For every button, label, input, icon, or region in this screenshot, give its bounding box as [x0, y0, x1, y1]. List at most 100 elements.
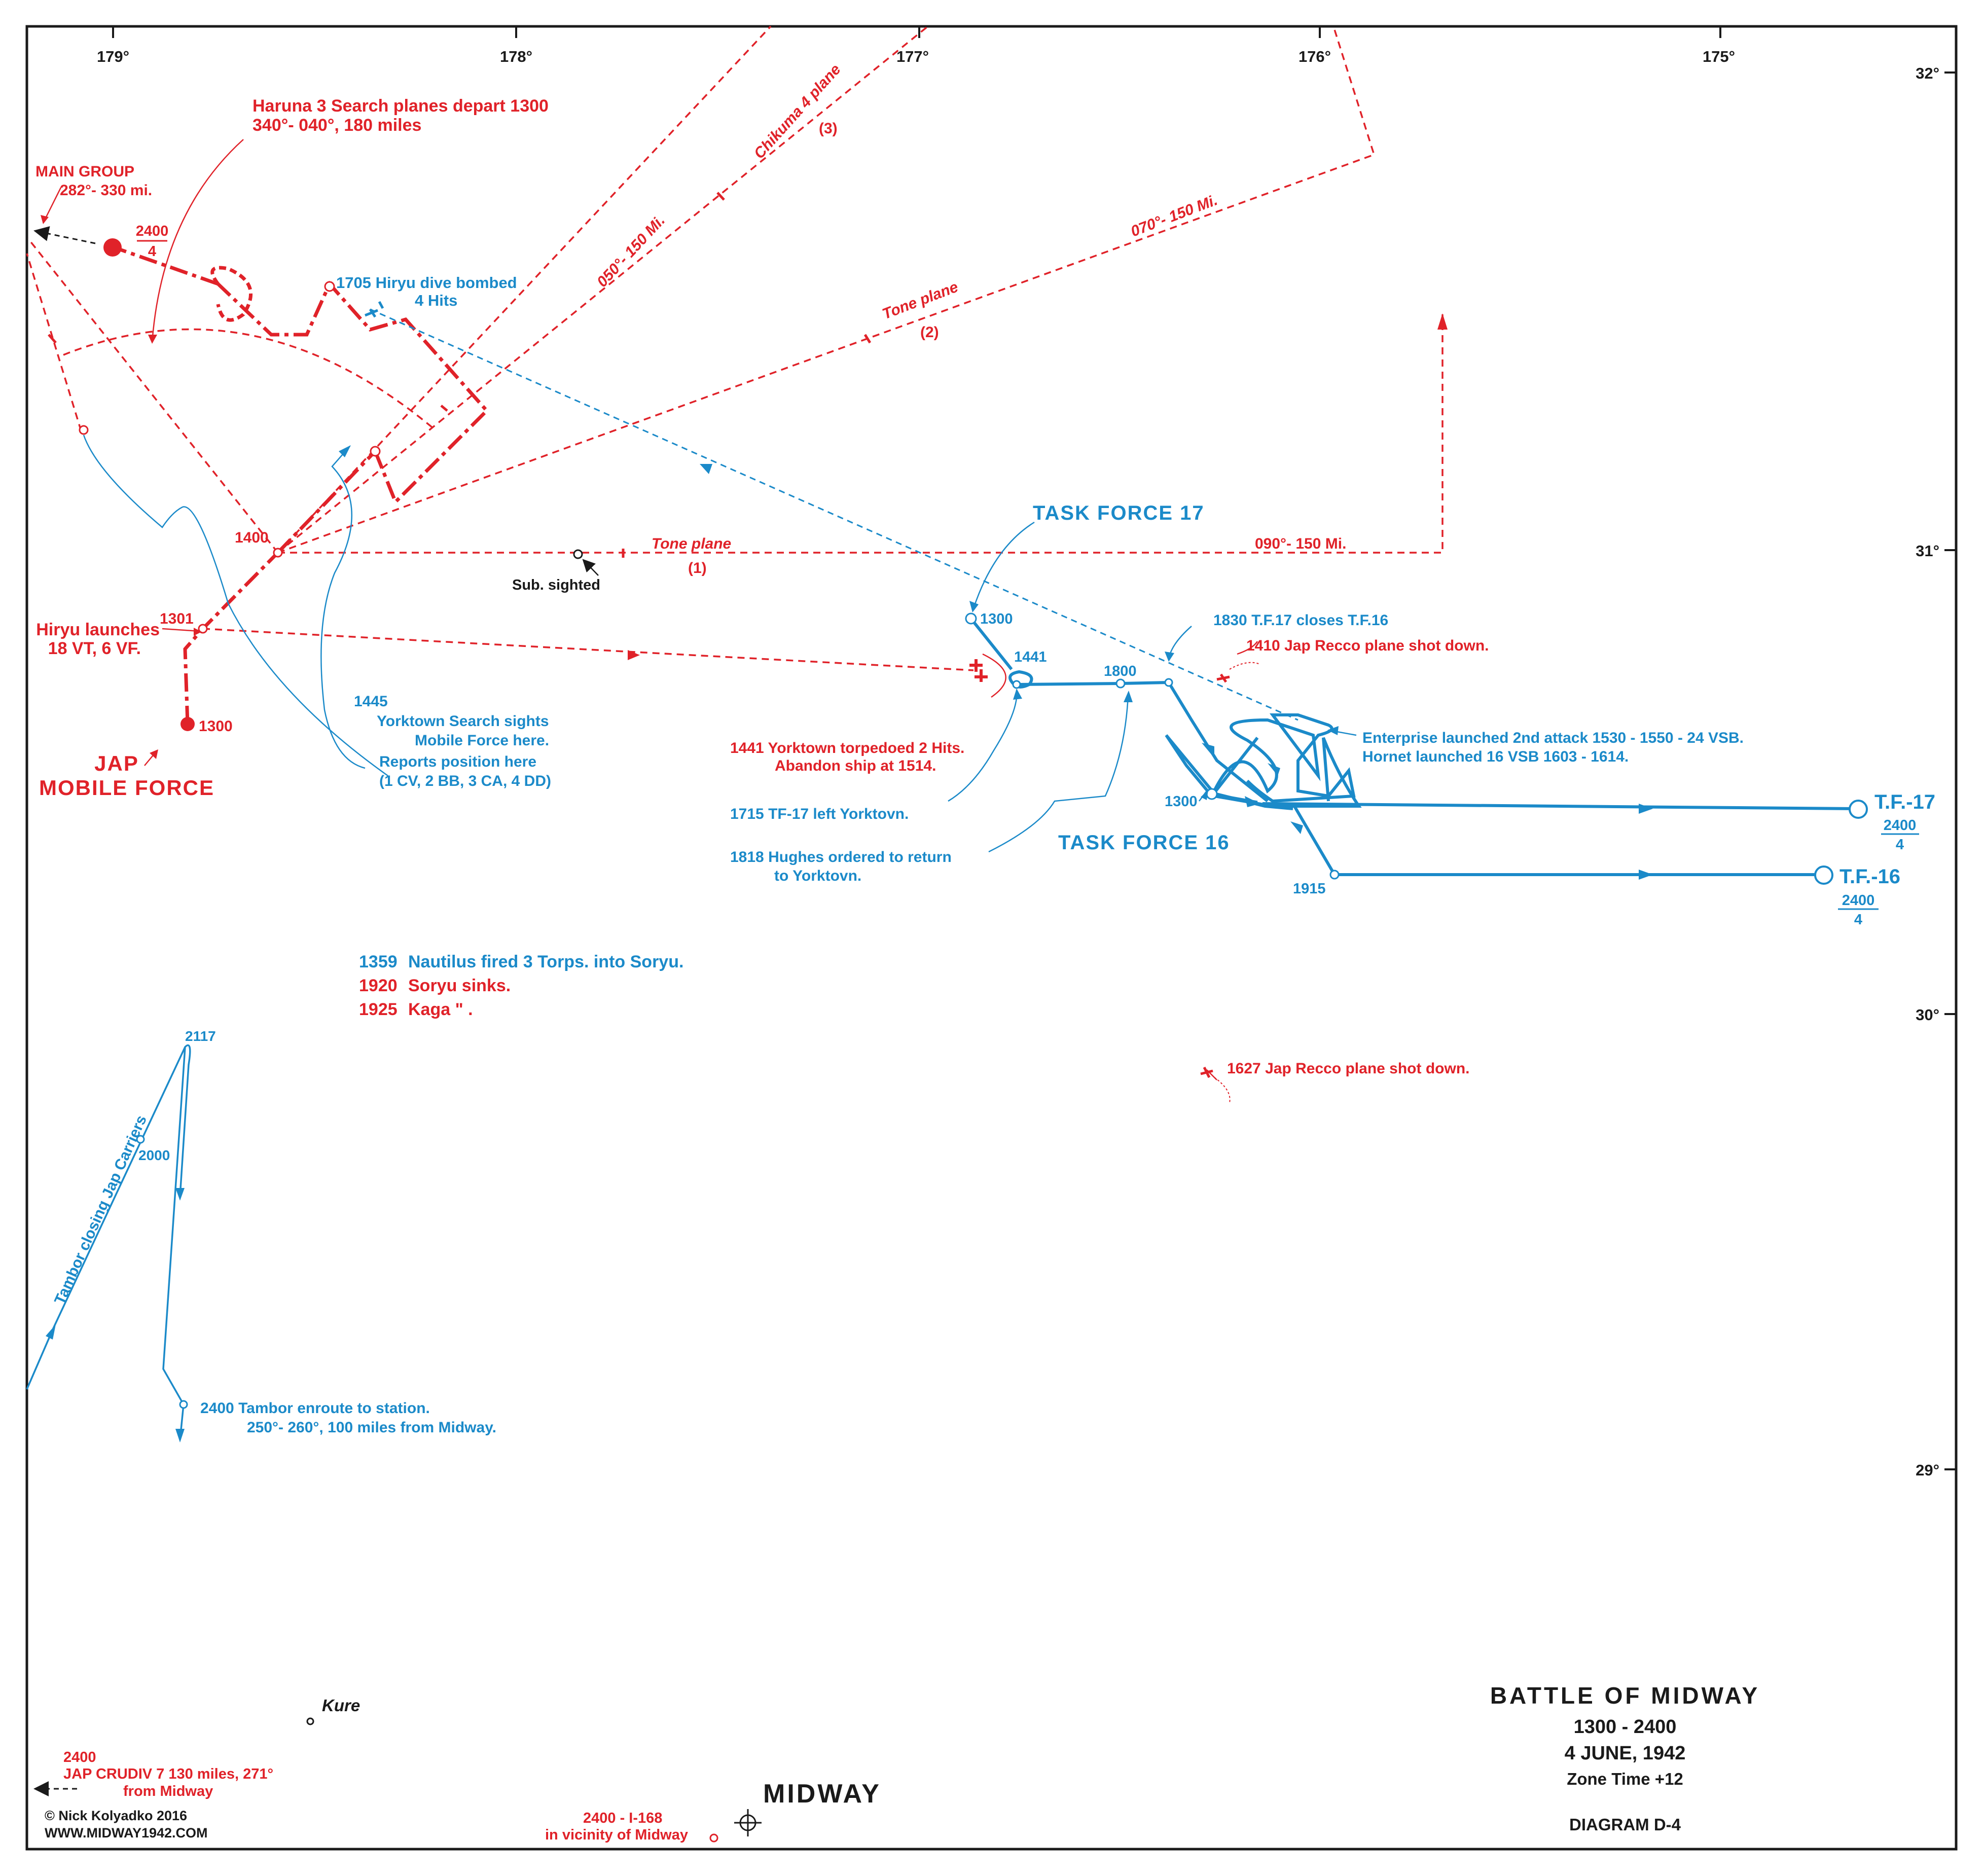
main-group-label: MAIN GROUP — [35, 163, 134, 180]
recco-plane-1627-icon — [1200, 1066, 1231, 1103]
yorktown-search-line — [370, 308, 1298, 721]
yorktown-torpedoed-label: 1441 Yorktown torpedoed 2 Hits. — [730, 740, 964, 756]
tf16-end-label: T.F.-16 — [1839, 865, 1900, 888]
crudiv-sub: from Midway — [123, 1783, 213, 1799]
mobile-force-pos-point — [370, 446, 381, 457]
tf-track-points — [965, 612, 1340, 880]
i168-label: 2400 - I-168 — [583, 1810, 662, 1826]
tambor-2000-label: 2000 — [138, 1147, 170, 1163]
main-group-arrow — [33, 226, 96, 244]
event-1359-text: Nautilus fired 3 Torps. into Soryu. — [408, 952, 683, 971]
chikuma-plane-label: Chikuma 4 plane — [751, 61, 844, 162]
longitude-177: 177° — [896, 48, 929, 65]
tambor-2117-label: 2117 — [185, 1028, 216, 1044]
yorktown-torpedo-hits-icon — [969, 659, 988, 682]
american-leader-arrows — [339, 445, 1339, 800]
tone-plane-1-num: (1) — [688, 560, 707, 576]
tambor-station-sub: 250°- 260°, 100 miles from Midway. — [247, 1419, 496, 1436]
tambor-station-label: 2400 Tambor enroute to station. — [200, 1400, 430, 1417]
credit-website: WWW.MIDWAY1942.COM — [45, 1825, 208, 1841]
tf17-end-day: 4 — [1896, 837, 1904, 853]
event-1920-time: 1920 — [359, 976, 398, 995]
hiryu-launches-label: Hiryu launches — [36, 620, 160, 639]
search-line-north-border — [26, 253, 82, 431]
i168-point — [709, 1833, 718, 1843]
tf17-left-label: 1715 TF-17 left Yorktovn. — [730, 806, 909, 822]
main-group-sub: 282°- 330 mi. — [60, 182, 152, 199]
tf16-end-time: 2400 — [1842, 892, 1875, 909]
hornet-label: Hornet launched 16 VSB 1603 - 1614. — [1362, 748, 1629, 765]
mobile-force-label-1: JAP — [94, 751, 139, 775]
hughes-sub: to Yorktovn. — [774, 868, 861, 884]
yorktown-search-arrow — [700, 464, 712, 474]
time-1301-label: 1301 — [160, 610, 194, 627]
mobile-force-label-2: MOBILE FORCE — [39, 776, 214, 800]
bearing-050-label: 050°- 150 Mi. — [594, 212, 668, 290]
tf17-end-point — [1849, 800, 1868, 819]
crudiv-label: JAP CRUDIV 7 130 miles, 271° — [63, 1766, 273, 1782]
tambor-2400-point — [179, 1400, 188, 1409]
task-force-17-label: TASK FORCE 17 — [1033, 502, 1205, 524]
tf16-end-day: 4 — [1854, 912, 1862, 928]
hiryu-bombed-label: 1705 Hiryu dive bombed — [336, 274, 517, 292]
i168-sub: in vicinity of Midway — [545, 1827, 688, 1843]
hiryu-bombed-point — [324, 281, 335, 292]
chikuma-plane-num: (3) — [819, 120, 838, 137]
enterprise-label: Enterprise launched 2nd attack 1530 - 15… — [1362, 730, 1744, 746]
yorktown-torpedoed-sub: Abandon ship at 1514. — [775, 757, 936, 774]
bearing-090-label: 090°- 150 Mi. — [1255, 535, 1346, 552]
tf16-1915-label: 1915 — [1293, 881, 1326, 897]
credit-author: © Nick Kolyadko 2016 — [45, 1808, 187, 1823]
japanese-leader-lines — [42, 139, 1258, 1080]
map-time-range: 1300 - 2400 — [1574, 1716, 1677, 1738]
tf17-1441-label: 1441 — [1014, 649, 1047, 665]
map-zone-time: Zone Time +12 — [1567, 1770, 1683, 1788]
haruna-search-label: Haruna 3 Search planes depart 1300 — [252, 96, 549, 116]
hiryu-launches-sub: 18 VT, 6 VF. — [48, 639, 141, 658]
latitude-29: 29° — [1916, 1461, 1939, 1479]
task-force-16-label: TASK FORCE 16 — [1058, 832, 1230, 854]
main-group-time: 2400 — [136, 223, 169, 239]
map-date: 4 JUNE, 1942 — [1565, 1743, 1686, 1764]
map-title: BATTLE OF MIDWAY — [1490, 1682, 1760, 1709]
longitude-179: 179° — [97, 48, 129, 65]
longitude-176: 176° — [1298, 48, 1331, 65]
main-group-2400-dot — [103, 238, 122, 257]
crudiv-time: 2400 — [63, 1749, 96, 1765]
longitude-ticks — [112, 26, 1721, 38]
search-arrow-heads — [628, 313, 1448, 660]
tambor-arrows — [46, 1188, 185, 1442]
recco-1410-label: 1410 Jap Recco plane shot down. — [1246, 637, 1489, 654]
american-leader-lines — [83, 435, 1357, 853]
tone-plane-1-label: Tone plane — [652, 535, 731, 552]
mobile-force-1301-point — [198, 624, 208, 634]
reports-position-sub: (1 CV, 2 BB, 3 CA, 4 DD) — [379, 773, 551, 789]
event-1925-text: Kaga " . — [408, 1000, 473, 1019]
tone-plane-2-label: Tone plane — [880, 278, 961, 322]
tone-plane-2-num: (2) — [920, 324, 939, 341]
latitude-32: 32° — [1916, 64, 1939, 82]
yorktown-search-sub: Mobile Force here. — [415, 732, 549, 749]
tambor-2000-point — [136, 1135, 145, 1144]
hiryu-bombed-icon — [365, 301, 384, 318]
mobile-force-1300-dot — [181, 717, 195, 731]
sub-sighted-label: Sub. sighted — [512, 577, 600, 593]
recco-plane-1410-icon — [1216, 662, 1260, 683]
haruna-search-sub: 340°- 040°, 180 miles — [252, 116, 421, 135]
event-1920-text: Soryu sinks. — [408, 976, 511, 995]
tf17-end-time: 2400 — [1884, 817, 1917, 834]
japanese-leader-arrows — [41, 215, 202, 759]
event-1925-time: 1925 — [359, 1000, 398, 1019]
closes-label: 1830 T.F.17 closes T.F.16 — [1213, 612, 1388, 629]
tf17-1800-label: 1800 — [1104, 663, 1137, 679]
yorktown-search-label: Yorktown Search sights — [377, 713, 549, 730]
sub-sighted-leader — [582, 559, 599, 576]
event-1359-time: 1359 — [359, 952, 398, 971]
tf-track-arrows — [1202, 743, 1653, 880]
tambor-closing-label: Tambor closing Jap Carriers — [51, 1113, 150, 1307]
mobile-force-track — [113, 245, 489, 725]
longitude-175: 175° — [1703, 48, 1735, 65]
midway-label: MIDWAY — [763, 1779, 881, 1809]
main-group-day: 4 — [148, 243, 156, 260]
longitude-178: 178° — [500, 48, 532, 65]
